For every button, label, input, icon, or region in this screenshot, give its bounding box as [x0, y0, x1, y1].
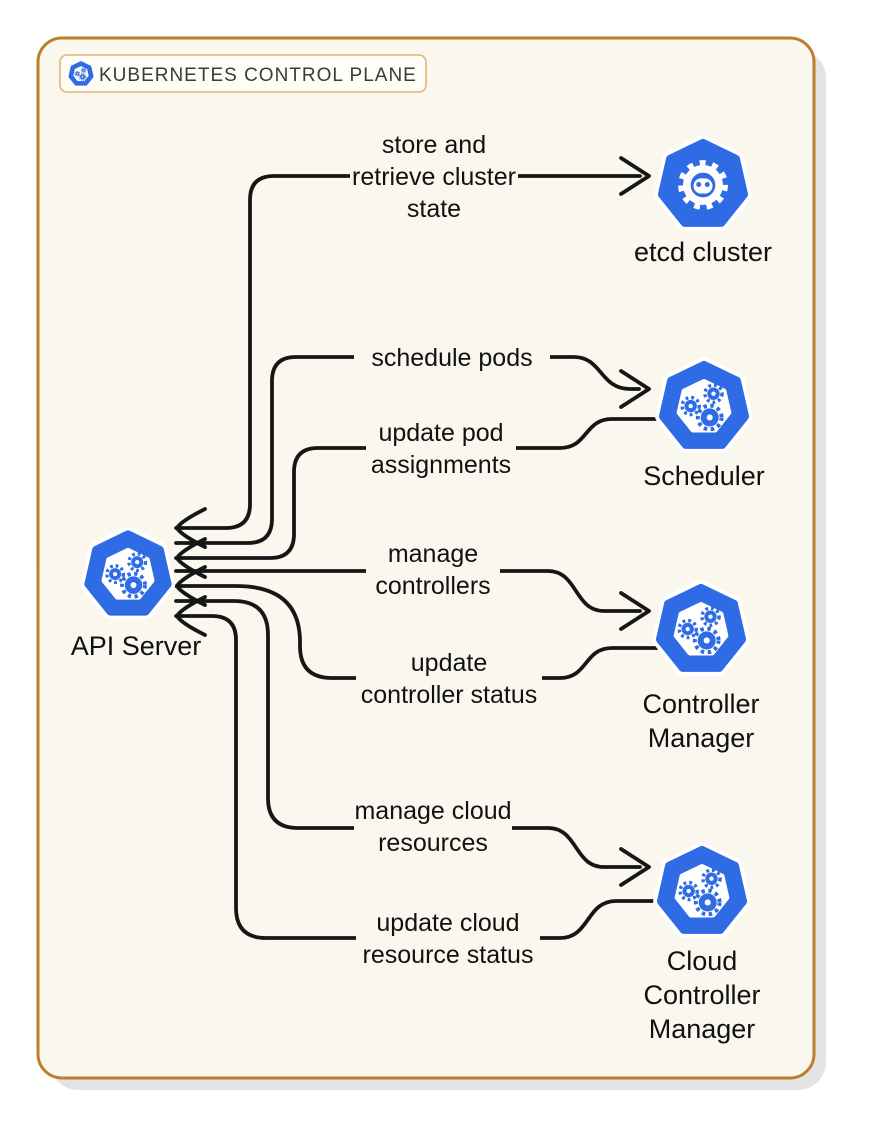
edge-labels: store and retrieve cluster state schedul… — [350, 127, 550, 971]
svg-text:resources: resources — [378, 829, 488, 857]
svg-text:controllers: controllers — [375, 572, 490, 600]
kubernetes-icon — [70, 62, 93, 84]
controller-manager-label-line1: Controller — [642, 689, 759, 719]
etcd-icon — [662, 143, 744, 222]
arrowhead-into-api-server-2 — [175, 537, 207, 579]
arrowhead-into-scheduler — [619, 369, 651, 409]
scheduler-icon — [663, 365, 745, 444]
node-controller-manager: Controller Manager — [642, 588, 760, 753]
title-badge-frame — [59, 54, 427, 93]
edge-manage-cloud-resources — [174, 599, 642, 869]
cloud-controller-manager-icon — [661, 850, 743, 929]
scheduler-label: Scheduler — [643, 461, 765, 491]
svg-text:retrieve cluster: retrieve cluster — [352, 163, 516, 191]
arrowhead-into-api-server-4 — [175, 595, 207, 637]
svg-text:manage: manage — [388, 540, 478, 568]
edge-label-manage-controllers: manage controllers — [366, 536, 500, 602]
edges — [174, 156, 661, 940]
arrowhead-into-cloud-controller-manager — [619, 847, 651, 887]
svg-text:schedule pods: schedule pods — [371, 344, 532, 372]
cloud-controller-manager-label-line2: Controller — [643, 980, 760, 1010]
edge-label-schedule-pods: schedule pods — [354, 340, 550, 374]
arrowhead-into-etcd — [619, 156, 651, 196]
svg-text:update pod: update pod — [378, 419, 503, 447]
api-server-label: API Server — [71, 631, 202, 661]
etcd-label: etcd cluster — [634, 237, 772, 267]
controller-manager-icon — [660, 588, 742, 667]
edge-label-manage-cloud-resources: manage cloud resources — [354, 793, 512, 859]
arrowhead-into-api-server-3 — [175, 565, 207, 607]
svg-text:controller status: controller status — [361, 681, 537, 709]
controller-manager-label-line2: Manager — [648, 723, 755, 753]
edge-store-retrieve-cluster-state — [174, 174, 642, 530]
title-badge: KUBERNETES CONTROL PLANE — [59, 54, 427, 93]
svg-text:state: state — [407, 195, 461, 223]
svg-text:store and: store and — [382, 131, 486, 159]
edge-manage-controllers — [174, 569, 642, 613]
node-api-server: API Server — [71, 535, 202, 661]
node-cloud-controller-manager: Cloud Controller Manager — [643, 850, 761, 1044]
edge-update-pod-assignments — [174, 417, 661, 560]
cloud-controller-manager-label-line1: Cloud — [667, 946, 738, 976]
edge-label-update-cloud-resource-status: update cloud resource status — [356, 905, 540, 971]
edge-update-cloud-resource-status — [174, 614, 659, 940]
edge-schedule-pods — [174, 355, 641, 545]
node-etcd: etcd cluster — [634, 143, 772, 267]
node-scheduler: Scheduler — [643, 365, 765, 491]
svg-text:update cloud: update cloud — [376, 909, 519, 937]
edge-update-controller-status — [174, 584, 659, 680]
svg-text:resource status: resource status — [363, 941, 534, 969]
title-badge-label: KUBERNETES CONTROL PLANE — [99, 65, 417, 86]
edge-label-update-controller-status: update controller status — [356, 645, 542, 711]
cloud-controller-manager-label-line3: Manager — [649, 1014, 756, 1044]
arrowhead-into-api-server-1 — [175, 507, 207, 549]
svg-text:manage cloud: manage cloud — [354, 797, 511, 825]
arrowhead-into-controller-manager — [619, 591, 651, 631]
svg-text:update: update — [411, 649, 487, 677]
svg-text:assignments: assignments — [371, 451, 511, 479]
edge-label-store-retrieve-cluster-state: store and retrieve cluster state — [350, 127, 518, 225]
api-server-icon — [89, 535, 168, 612]
edge-label-update-pod-assignments: update pod assignments — [366, 415, 516, 481]
